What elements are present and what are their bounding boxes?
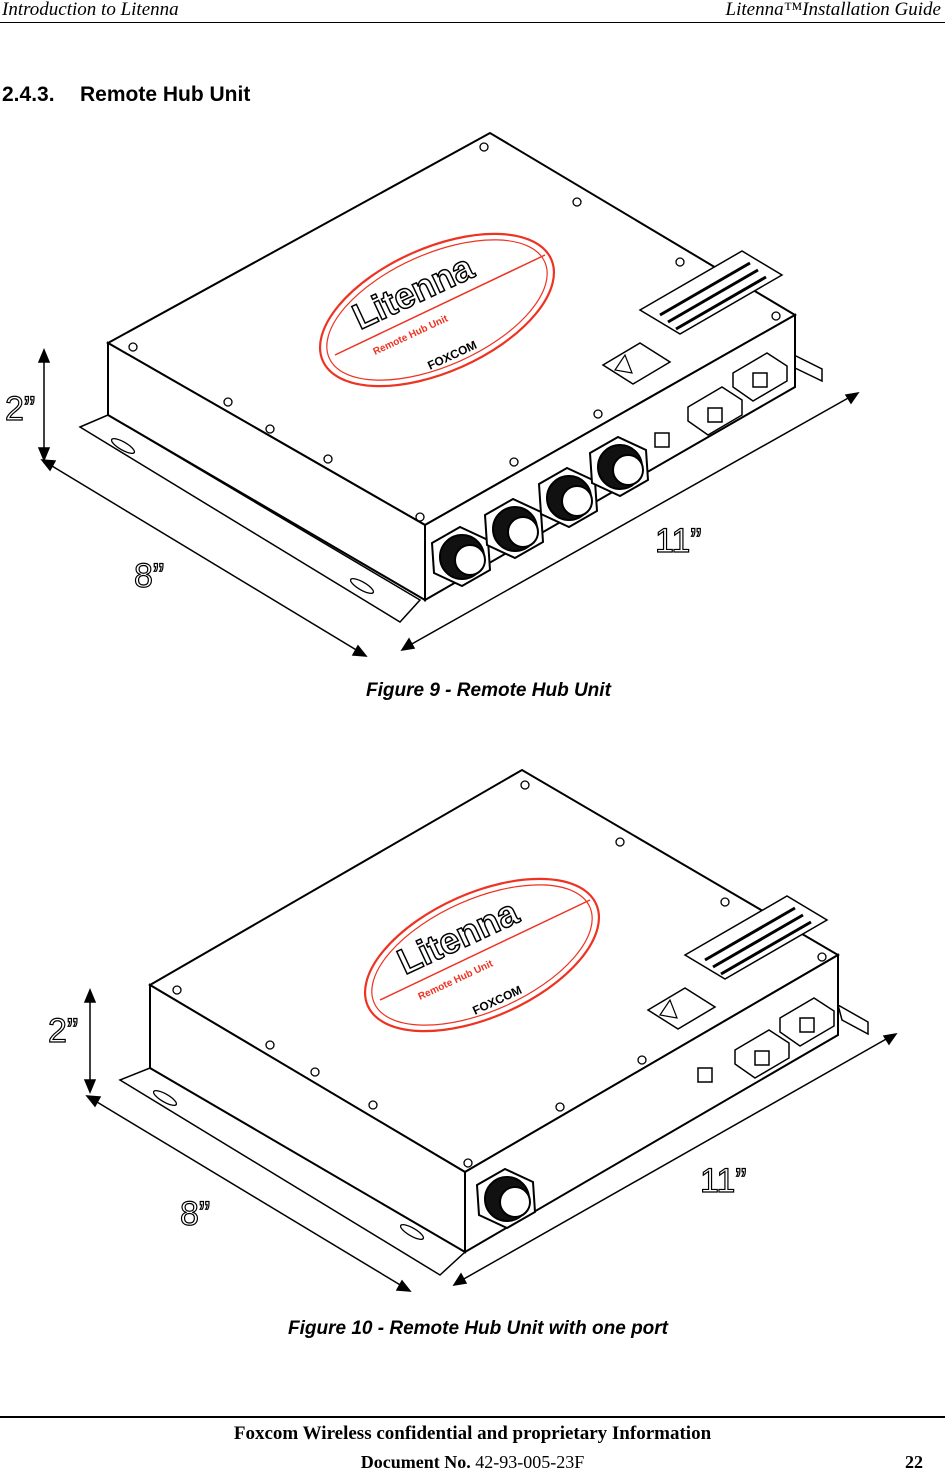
screw-icon: [128, 142, 781, 522]
depth-dimension-label: 8”: [180, 1195, 210, 1233]
fiber-connector-icon: [734, 997, 835, 1079]
spec-plate: [638, 250, 784, 335]
figure-10-caption: Figure 10 - Remote Hub Unit with one por…: [288, 1318, 668, 1339]
figure-9-caption: Figure 9 - Remote Hub Unit: [366, 680, 611, 701]
cable-gland-icon: [475, 1167, 537, 1230]
box-right-face: [464, 953, 839, 1254]
page-number: 22: [905, 1452, 923, 1472]
height-dimension-label: 2”: [5, 390, 35, 428]
dimension-lines: [37, 348, 860, 657]
document-number-label: Document No.: [360, 1452, 471, 1472]
length-dimension-label: 11”: [655, 522, 702, 560]
keyhole-slot-icon: [152, 1089, 425, 1241]
length-dimension-label: 11”: [700, 1162, 747, 1200]
section-heading: 2.4.3. Remote Hub Unit: [2, 83, 250, 107]
status-port-icon: [697, 1067, 713, 1083]
running-header-left: Introduction to Litenna: [2, 0, 179, 20]
section-title: Remote Hub Unit: [80, 83, 251, 106]
laser-warning-plate: [601, 342, 672, 385]
figure-remote-hub-unit-one-port: Litenna Remote Hub Unit FOXCOM 2” 8” 11”: [47, 768, 898, 1292]
running-header-right: Litenna™Installation Guide: [725, 0, 941, 20]
cable-gland-icon: [430, 435, 650, 588]
footer-confidentiality: Foxcom Wireless confidential and proprie…: [233, 1423, 712, 1444]
status-port-icon: [654, 432, 670, 448]
laser-warning-plate: [646, 987, 717, 1030]
footer-document-number: Document No. 42-93-005-23F: [0, 1452, 945, 1473]
rear-right-flange: [836, 1003, 869, 1036]
section-number: 2.4.3.: [2, 83, 55, 106]
front-left-flange: [78, 414, 422, 623]
figure-remote-hub-unit: Litenna Remote Hub Unit FOXCOM: [4, 131, 860, 657]
document-number-value: 42-93-005-23F: [475, 1452, 585, 1472]
height-dimension-label: 2”: [48, 1012, 78, 1050]
spec-plate: [683, 895, 829, 980]
screw-icon: [172, 780, 827, 1168]
keyhole-slot-icon: [110, 437, 375, 595]
footer-rule: [0, 1416, 945, 1418]
dimension-lines: [83, 988, 898, 1292]
fiber-connector-icon: [687, 352, 788, 436]
header-rule: [0, 22, 945, 23]
depth-dimension-label: 8”: [134, 557, 164, 595]
